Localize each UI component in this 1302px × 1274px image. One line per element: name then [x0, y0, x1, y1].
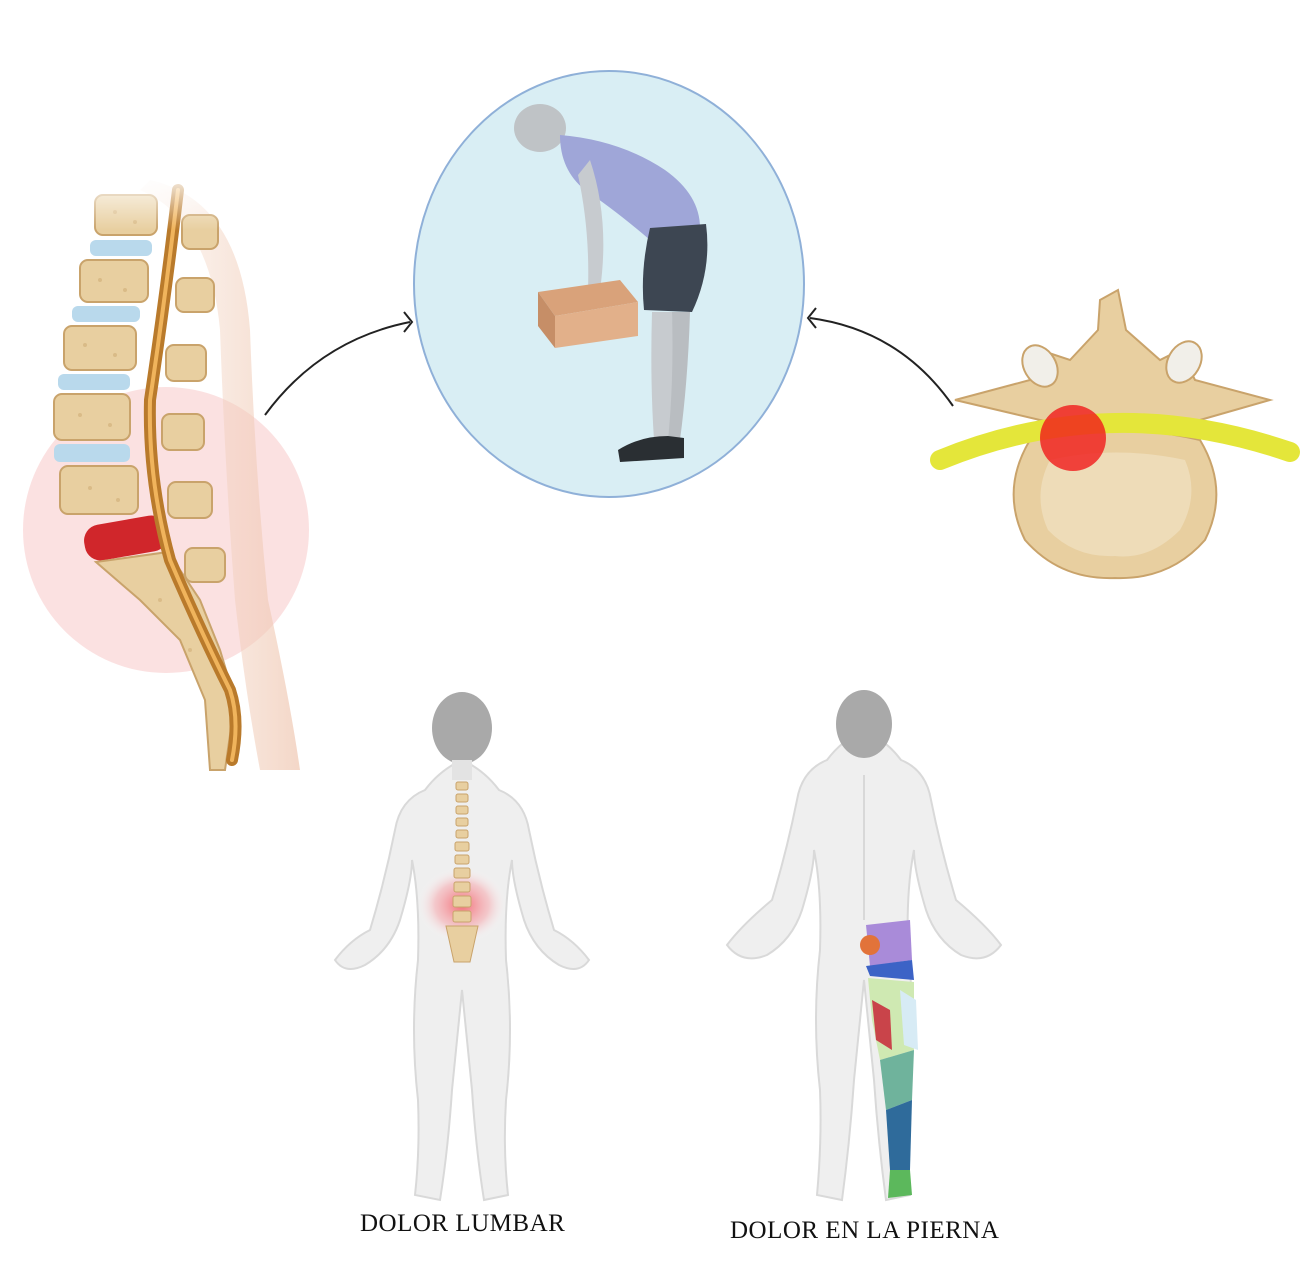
person-lifting-box-illustration — [413, 70, 805, 498]
back-view-lumbar-pain-figure — [333, 692, 591, 1202]
connector-right — [809, 317, 954, 407]
nerve-root — [930, 412, 1300, 470]
vertebra-axial-illustration — [930, 288, 1300, 580]
back-view-leg-dermatome-figure — [725, 690, 1003, 1202]
sacrum — [93, 550, 237, 771]
lumbar-spine-sagittal-illustration — [23, 170, 309, 771]
caption-leg-pain: DOLOR EN LA PIERNA — [730, 1217, 1000, 1244]
connector-left — [264, 321, 411, 416]
compression-point — [1040, 405, 1106, 471]
caption-lumbar-pain: DOLOR LUMBAR — [360, 1210, 566, 1237]
spinous-process — [954, 288, 1274, 431]
spine-column — [445, 781, 479, 963]
head — [432, 692, 492, 764]
soft-tissue-band — [140, 180, 300, 770]
body-silhouette — [333, 758, 591, 1202]
leg-dermatome-map — [860, 920, 918, 1198]
herniated-disc — [84, 515, 168, 561]
vertebral-column — [53, 194, 237, 771]
head-2 — [836, 690, 892, 758]
body-silhouette-2 — [725, 728, 1003, 1202]
